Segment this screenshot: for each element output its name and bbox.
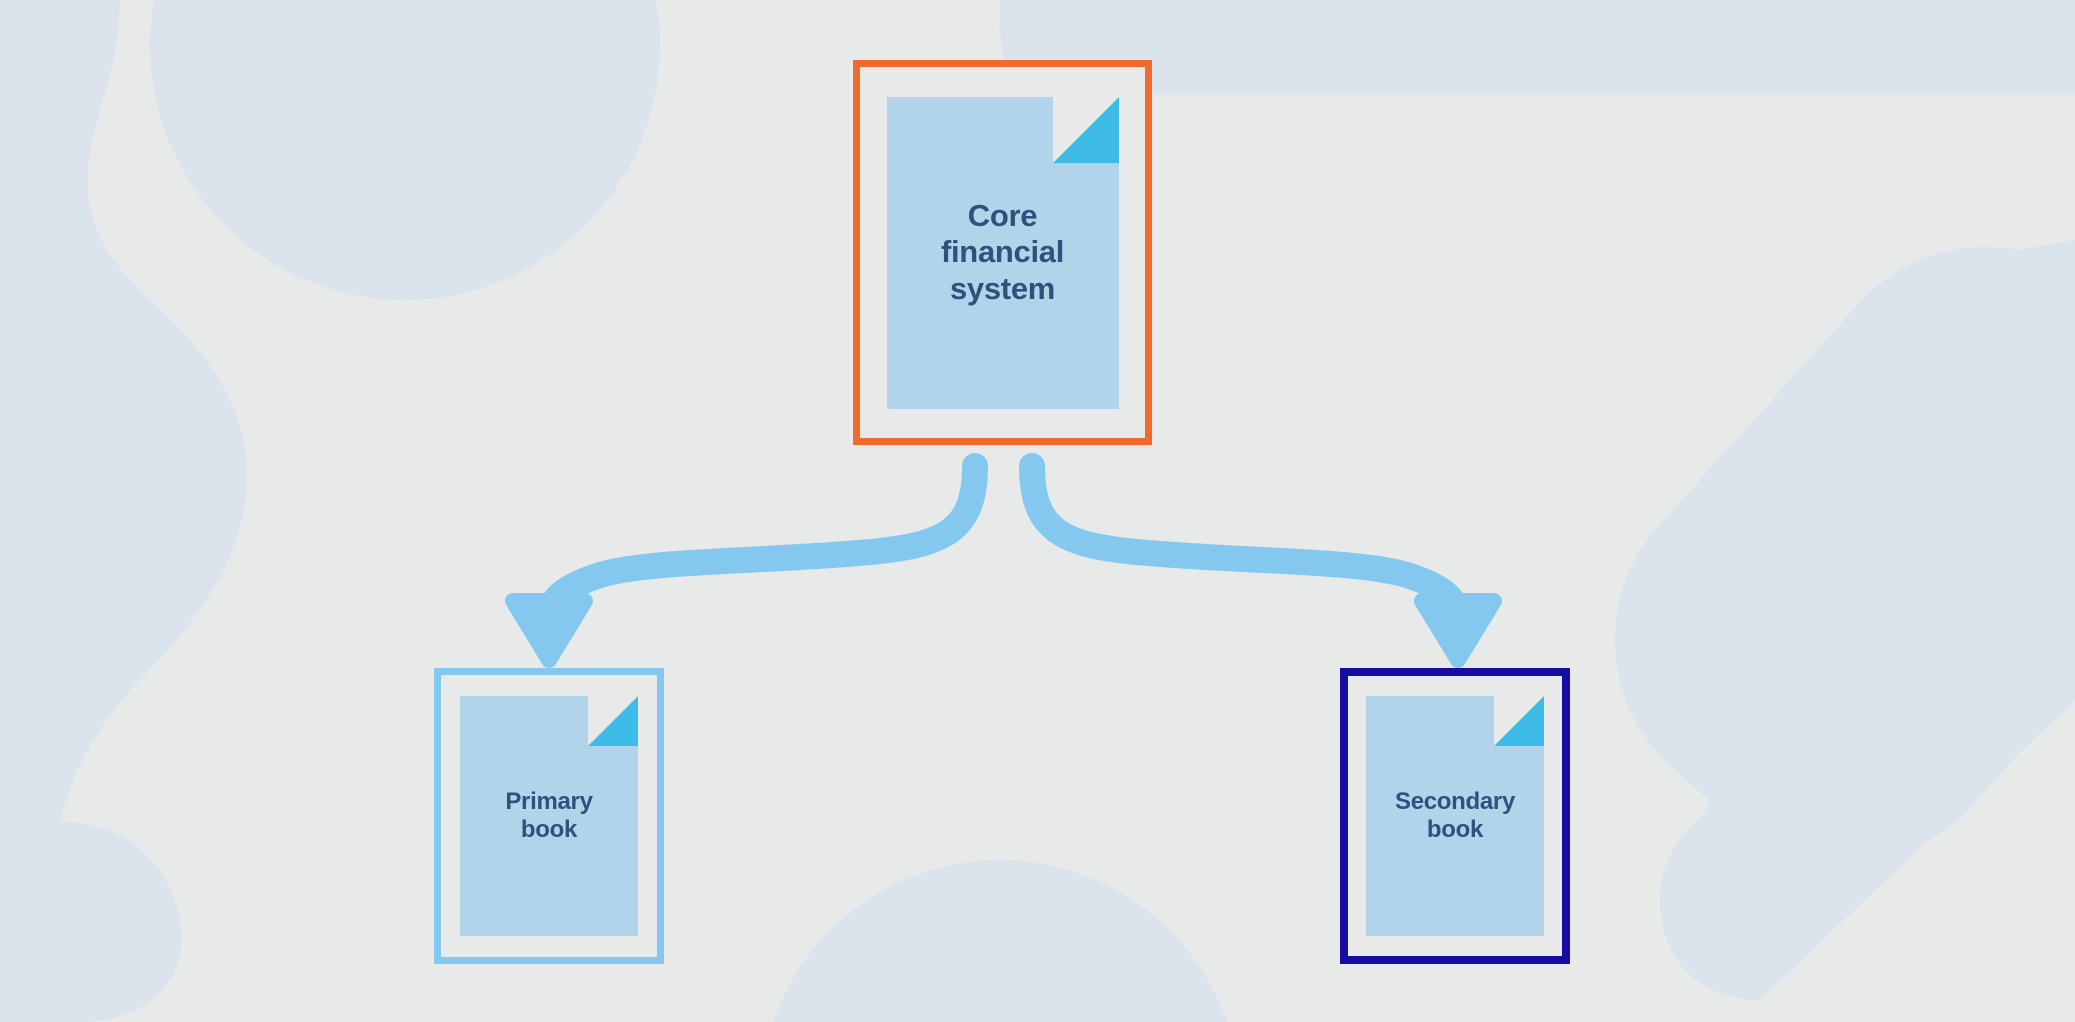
decor-shape-bottom-circle — [773, 860, 1227, 1022]
decor-shape-top-right-band — [999, 0, 2075, 95]
arrow-core-to-secondary — [1019, 453, 1502, 668]
decor-shape-right-bar — [1660, 240, 2075, 1000]
page-fold-icon — [588, 696, 638, 746]
decor-shape-left-mass — [0, 30, 210, 1022]
decor-shape-left-wave — [0, 0, 248, 1022]
decor-shape-bottom-left-blob — [0, 822, 182, 1022]
arrow-core-to-primary — [505, 453, 988, 668]
decor-shape-top-circle — [150, 0, 660, 300]
page-fold-icon — [1494, 696, 1544, 746]
page-fold-icon — [1052, 96, 1119, 163]
decor-shape-right-rounded-rect — [1614, 246, 2075, 864]
